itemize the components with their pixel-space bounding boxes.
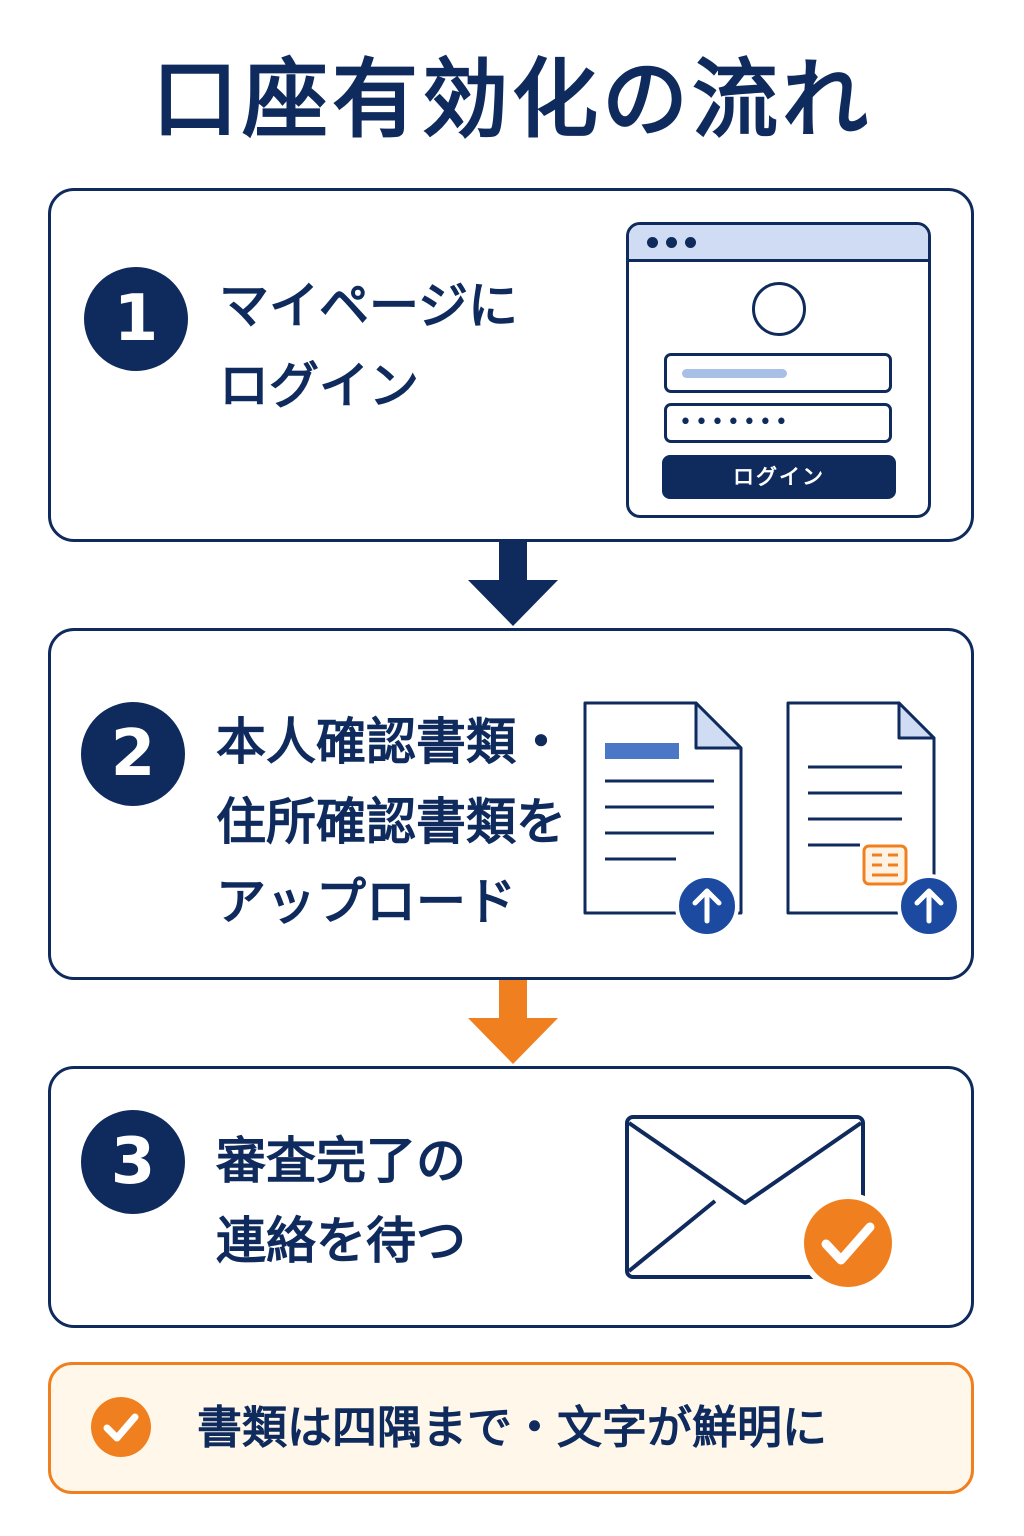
step-card-3: 3 審査完了の 連絡を待つ bbox=[48, 1066, 974, 1328]
step-card-1: 1 マイページに ログイン ••••••• ログイン bbox=[48, 188, 974, 542]
step-2-line-3: アップロード bbox=[216, 873, 516, 931]
document-icon bbox=[786, 701, 961, 938]
username-placeholder-bar bbox=[682, 369, 787, 378]
browser-title-bar bbox=[629, 225, 928, 262]
login-button: ログイン bbox=[662, 455, 896, 499]
window-dot-icon bbox=[647, 236, 658, 248]
check-circle-icon bbox=[798, 1193, 898, 1293]
step-1-line-2: ログイン bbox=[219, 357, 419, 415]
step-text-1: マイページに ログイン bbox=[219, 266, 518, 426]
down-arrow-icon bbox=[468, 980, 558, 1064]
step-number-1: 1 bbox=[84, 267, 188, 371]
upload-arrow-icon bbox=[675, 874, 739, 938]
user-avatar-icon bbox=[752, 282, 806, 336]
upload-arrow-icon bbox=[897, 874, 961, 938]
check-circle-icon bbox=[91, 1397, 151, 1457]
password-mask: ••••••• bbox=[679, 410, 791, 435]
stamp-icon bbox=[862, 844, 908, 886]
step-text-2: 本人確認書類・ 住所確認書類を アップロード bbox=[216, 702, 566, 942]
step-number-3: 3 bbox=[81, 1110, 185, 1214]
step-text-3: 審査完了の 連絡を待つ bbox=[216, 1121, 466, 1281]
step-number-2: 2 bbox=[81, 702, 185, 806]
envelope-icon bbox=[625, 1115, 898, 1293]
username-field bbox=[664, 353, 892, 393]
password-field: ••••••• bbox=[664, 403, 892, 443]
step-card-2: 2 本人確認書類・ 住所確認書類を アップロード bbox=[48, 628, 974, 980]
step-1-line-1: マイページに bbox=[219, 277, 518, 335]
window-dot-icon bbox=[685, 236, 696, 248]
step-3-line-2: 連絡を待つ bbox=[216, 1212, 466, 1270]
browser-window-icon: ••••••• ログイン bbox=[626, 222, 931, 518]
notice-box: 書類は四隅まで・文字が鮮明に bbox=[48, 1362, 974, 1494]
notice-text: 書類は四隅まで・文字が鮮明に bbox=[197, 1401, 828, 1454]
document-icon bbox=[583, 701, 743, 938]
down-arrow-icon bbox=[468, 542, 558, 626]
window-dot-icon bbox=[666, 236, 677, 248]
step-3-line-1: 審査完了の bbox=[216, 1132, 466, 1190]
step-2-line-2: 住所確認書類を bbox=[216, 793, 566, 851]
step-2-line-1: 本人確認書類・ bbox=[216, 713, 566, 771]
page-title: 口座有効化の流れ bbox=[152, 50, 872, 150]
